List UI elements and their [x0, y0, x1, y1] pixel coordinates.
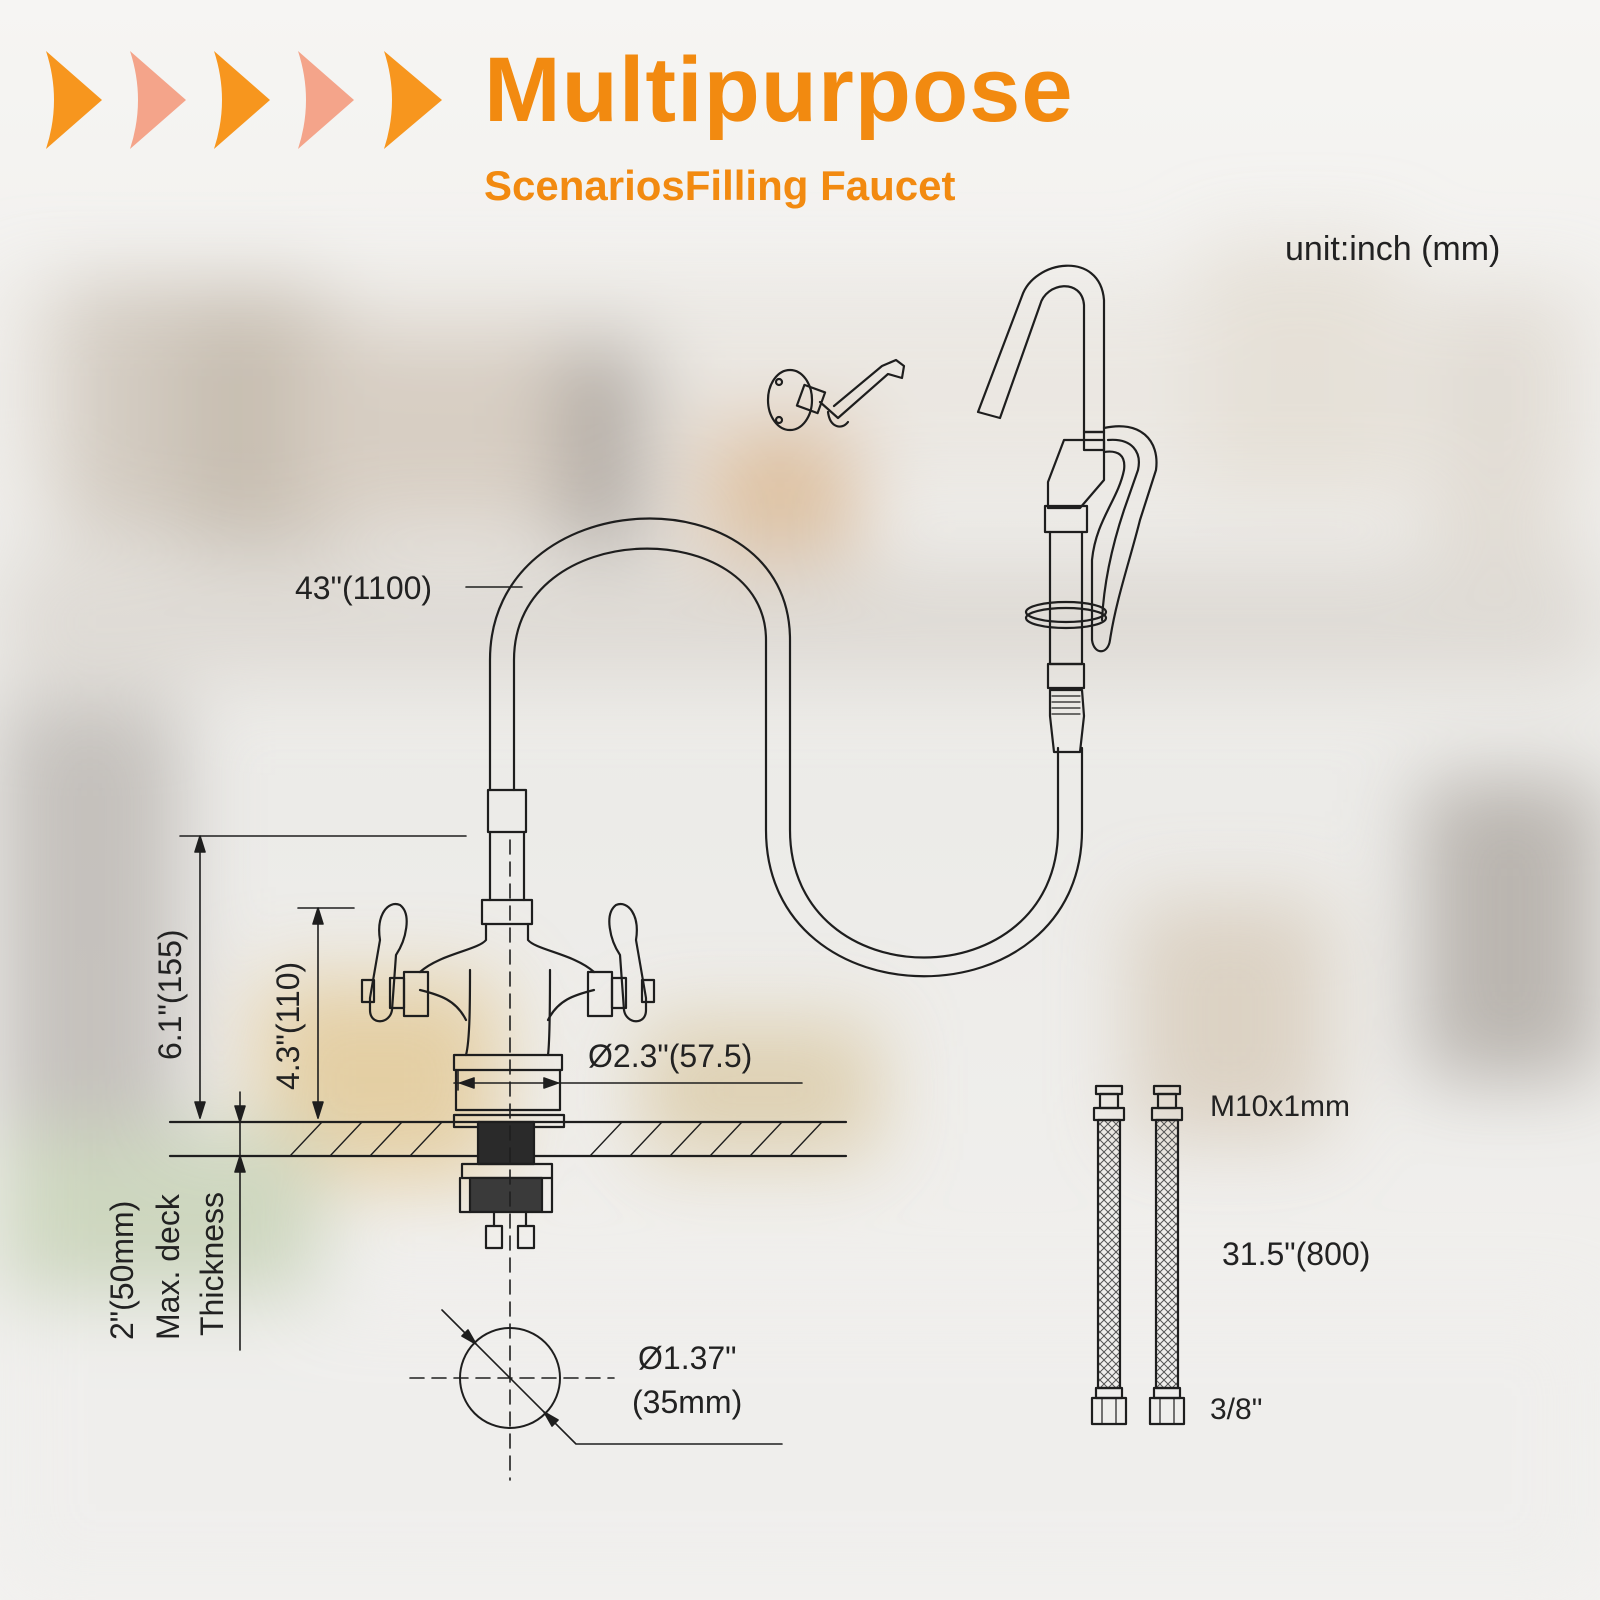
supply-hose-left [1090, 1084, 1128, 1426]
spray-gun [976, 264, 1158, 754]
total-height-label: 6.1"(155) [152, 929, 188, 1060]
unit-label: unit:inch (mm) [1285, 230, 1501, 268]
chevron-icon [298, 51, 354, 149]
faucet-body [360, 788, 656, 1129]
supply-hoses [1090, 1084, 1186, 1426]
chevron-icon [384, 51, 442, 149]
deck-thickness-label-line2: Max. deck [150, 1194, 186, 1340]
wall-hook [766, 358, 906, 432]
page-title: Multipurpose [484, 39, 1074, 141]
supply-hose-right [1148, 1084, 1186, 1426]
supply-connector-label: 3/8" [1210, 1393, 1263, 1426]
chevron-icon [46, 51, 102, 149]
dimension-lines [179, 586, 803, 1481]
handle-height-label: 4.3"(110) [270, 961, 306, 1090]
hose [488, 517, 1084, 978]
page-subtitle: ScenariosFilling Faucet [484, 162, 956, 209]
hose-length-label: 43"(1100) [295, 570, 433, 606]
hole-diameter-label: Ø1.37" [638, 1340, 737, 1376]
supply-thread-label: M10x1mm [1210, 1090, 1351, 1123]
hole-diameter-mm-label: (35mm) [632, 1384, 743, 1420]
chevron-arrows-decoration [46, 51, 442, 149]
deck [168, 1120, 848, 1250]
deck-thickness-label-line3: Thickness [194, 1191, 230, 1336]
chevron-icon [130, 51, 186, 149]
chevron-icon [214, 51, 270, 149]
deck-thickness-label-line1: 2"(50mm) [104, 1200, 140, 1340]
base-diameter-label: Ø2.3"(57.5) [588, 1038, 753, 1074]
supply-length-label: 31.5"(800) [1222, 1236, 1371, 1272]
